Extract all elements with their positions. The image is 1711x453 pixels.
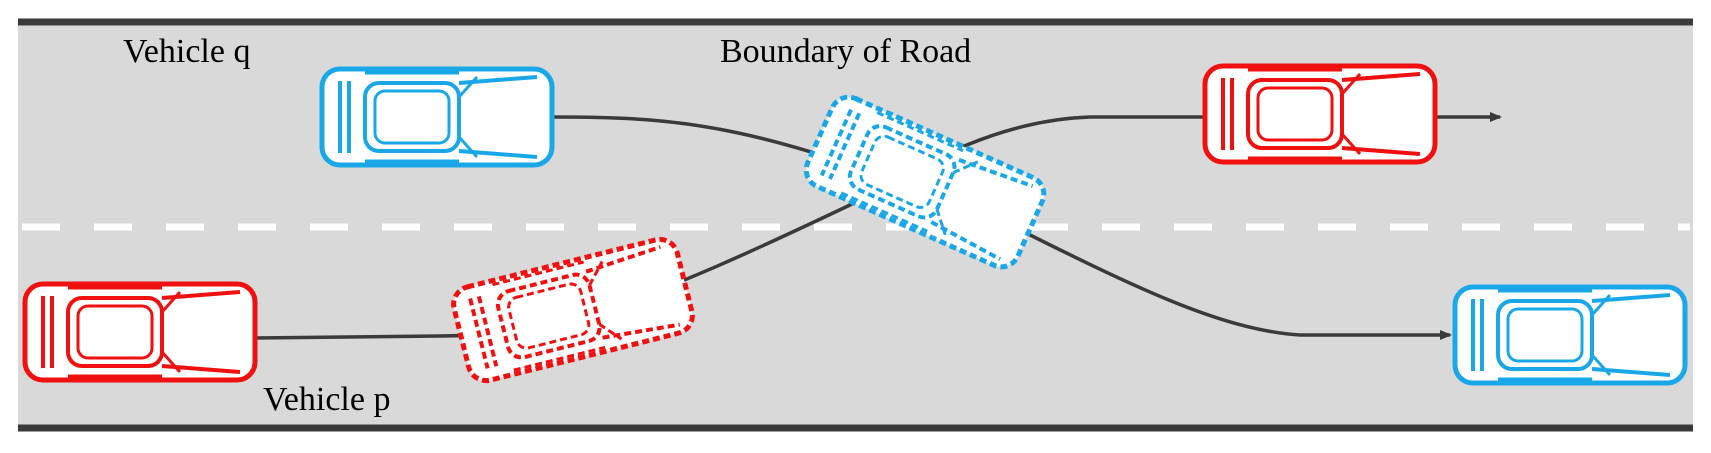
vehicle-p-start (25, 284, 255, 380)
label-vehicle-p: Vehicle p (263, 381, 390, 418)
vehicle-p-end (1205, 66, 1435, 162)
label-vehicle-q: Vehicle q (123, 33, 250, 70)
label-boundary-of-road: Boundary of Road (720, 33, 971, 70)
vehicle-q-end (1455, 287, 1685, 383)
vehicle-q-start (322, 69, 552, 165)
